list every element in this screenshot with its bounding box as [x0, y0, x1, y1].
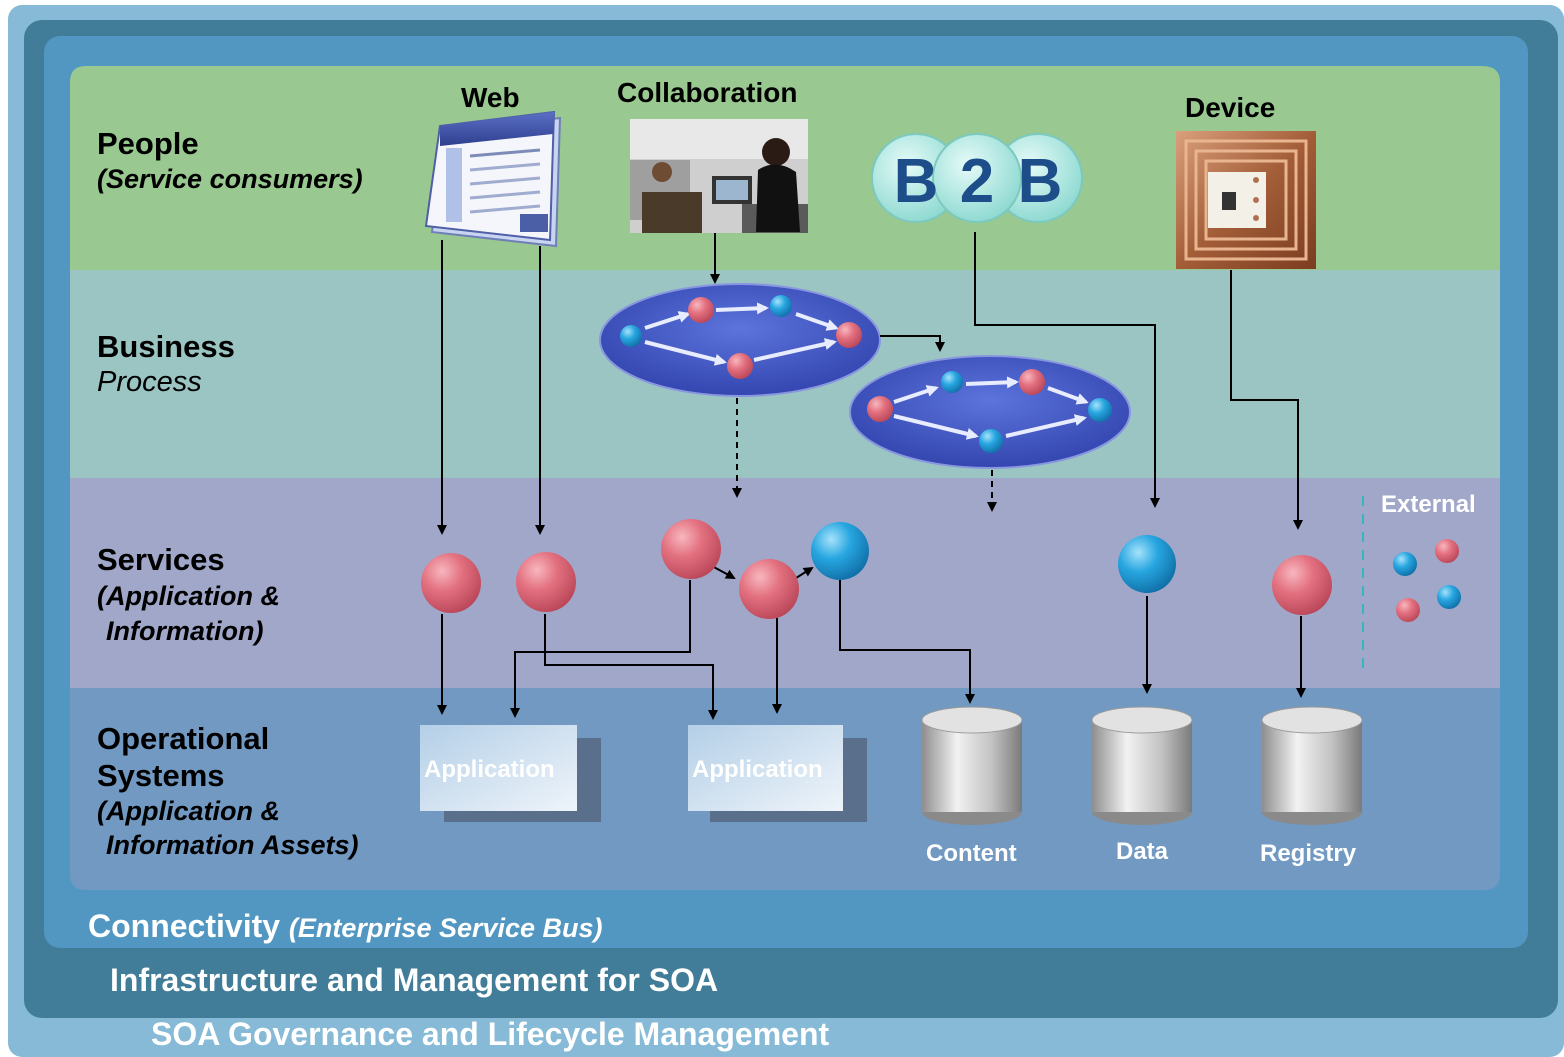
registry-database-icon [1261, 706, 1363, 825]
service-node-1 [421, 553, 481, 613]
connectivity-title: Connectivity (Enterprise Service Bus) [88, 908, 603, 945]
b2b-to-data-service-arrow [974, 232, 1160, 508]
operational-layer-subtitle-line2: Information Assets) [106, 830, 359, 860]
business-process-2 [849, 355, 1131, 469]
service-5-to-content-arrow [839, 580, 975, 704]
services-layer-subtitle-line2: Information) [106, 616, 264, 646]
governance-title: SOA Governance and Lifecycle Management [151, 1016, 830, 1052]
b2b-letter-1: B [894, 147, 939, 216]
rfid-device-icon [1176, 131, 1316, 269]
people-layer-subtitle: (Service consumers) [97, 164, 363, 194]
service-node-5 [811, 522, 869, 580]
service-chain-arrow-2 [795, 566, 814, 579]
b2b-letter-3: B [1018, 147, 1063, 216]
services-layer-title: Services [97, 542, 225, 577]
content-database-icon [921, 706, 1023, 825]
service-2-to-application-2-arrow [544, 614, 718, 720]
device-label: Device [1185, 92, 1276, 123]
operational-layer-title-line2: Systems [97, 758, 225, 793]
business-layer-subtitle: Process [97, 366, 202, 398]
service-node-4 [739, 559, 799, 619]
business-process-1 [599, 283, 881, 397]
services-layer-subtitle-line1: (Application & [97, 581, 280, 611]
connectivity-subtitle: (Enterprise Service Bus) [288, 913, 603, 943]
collaboration-photo-icon [630, 119, 808, 233]
service-nodes [421, 519, 1332, 619]
registry-label: Registry [1260, 840, 1357, 867]
service-node-2 [516, 552, 576, 612]
application-2-label: Application [692, 756, 823, 783]
operational-layer-subtitle-line1: (Application & [97, 796, 280, 826]
content-label: Content [926, 840, 1017, 867]
b2b-letter-2: 2 [960, 147, 994, 216]
people-layer-title: People [97, 126, 199, 161]
connector-arrows [437, 232, 1306, 720]
application-1-label: Application [424, 756, 555, 783]
service-node-3 [661, 519, 721, 579]
data-database-icon [1091, 706, 1193, 825]
data-service-node [1118, 535, 1176, 593]
device-to-registry-service-arrow [1230, 270, 1303, 530]
external-service-nodes [1393, 539, 1461, 622]
web-label: Web [461, 82, 520, 113]
application-box-2 [688, 725, 867, 822]
service-chain-arrow-1 [711, 565, 736, 579]
operational-layer-title-line1: Operational [97, 721, 270, 756]
registry-service-node [1272, 555, 1332, 615]
web-pages-icon [424, 110, 562, 248]
application-box-1 [420, 725, 601, 822]
b2b-icon: B 2 B [871, 133, 1083, 223]
connectivity-title-text: Connectivity [88, 908, 281, 944]
collaboration-label: Collaboration [617, 77, 798, 108]
infrastructure-title: Infrastructure and Management for SOA [110, 962, 719, 998]
business-layer-title: Business [97, 329, 235, 364]
data-label: Data [1116, 838, 1169, 865]
external-label: External [1381, 491, 1476, 518]
service-3-to-application-1-arrow [510, 580, 691, 718]
process-1-to-process-2-arrow [880, 335, 945, 352]
